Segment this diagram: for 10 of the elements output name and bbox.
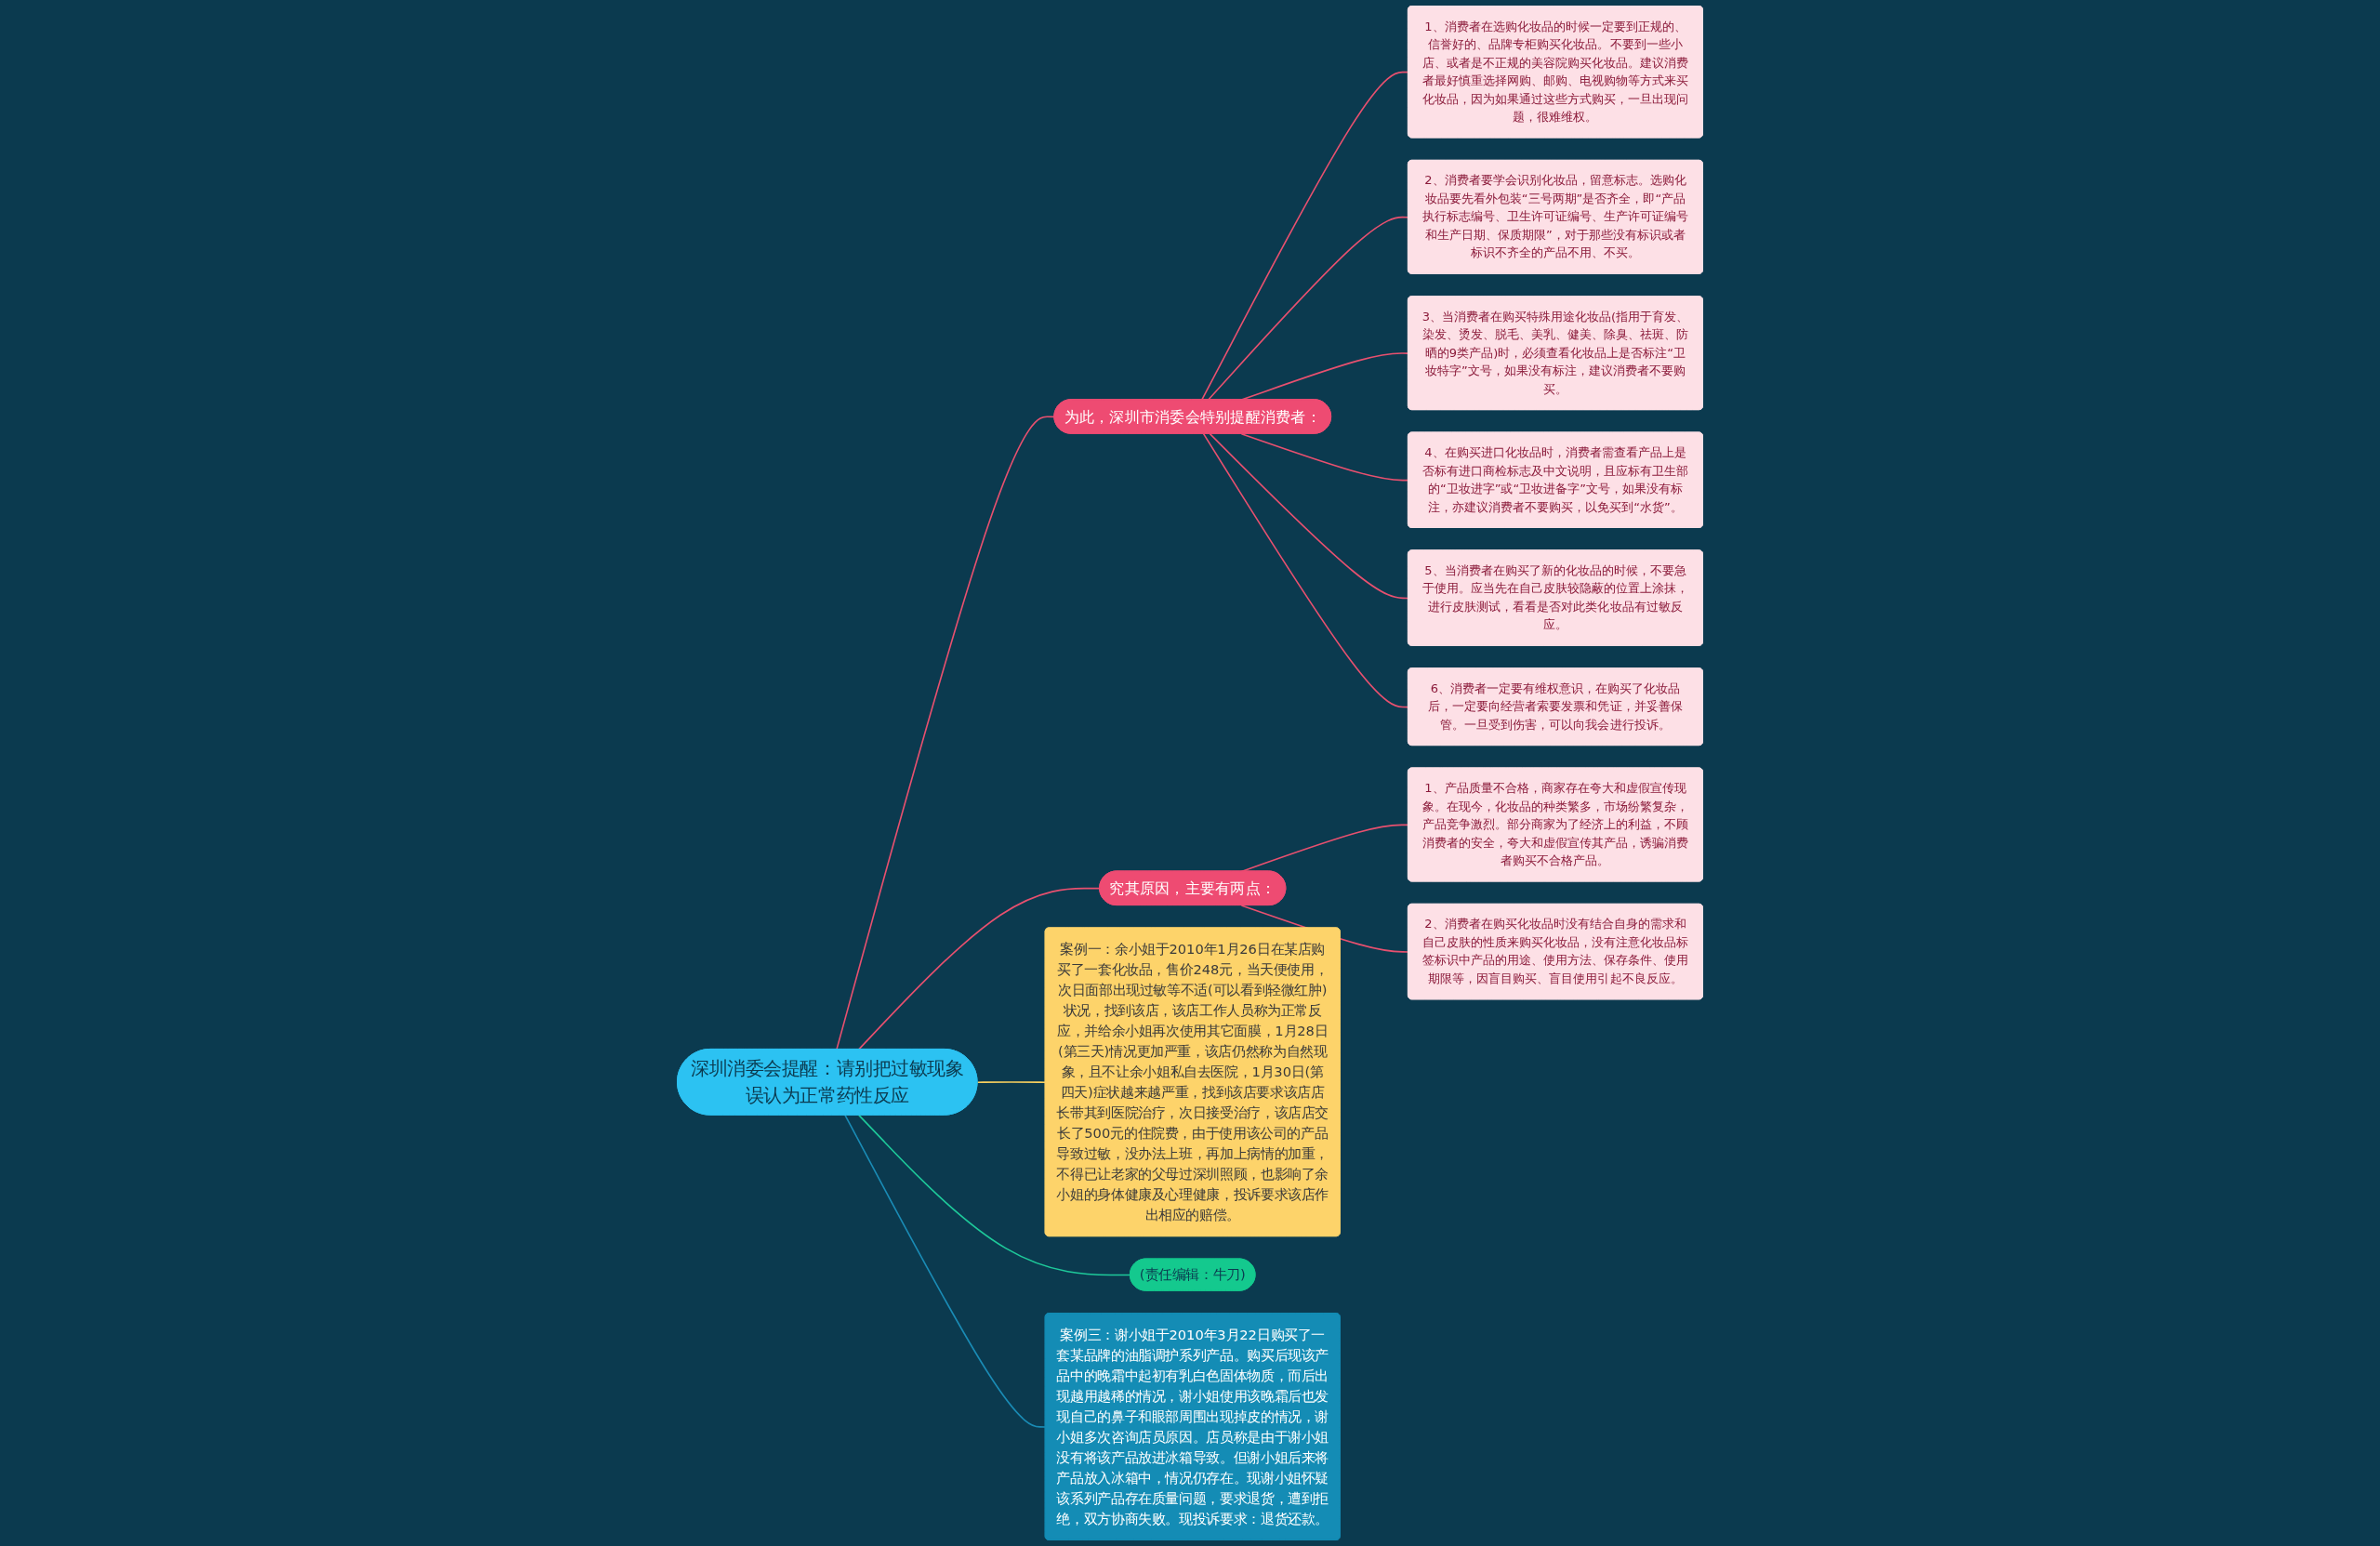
connector	[976, 1081, 1047, 1084]
connector	[1209, 432, 1409, 600]
connector	[858, 1114, 1131, 1276]
connector	[857, 887, 1101, 1050]
connector	[1207, 216, 1409, 401]
connector	[1200, 71, 1409, 401]
connector	[844, 1114, 1047, 1428]
connector	[836, 416, 1056, 1050]
connector	[1202, 432, 1409, 708]
connector	[1240, 432, 1409, 482]
